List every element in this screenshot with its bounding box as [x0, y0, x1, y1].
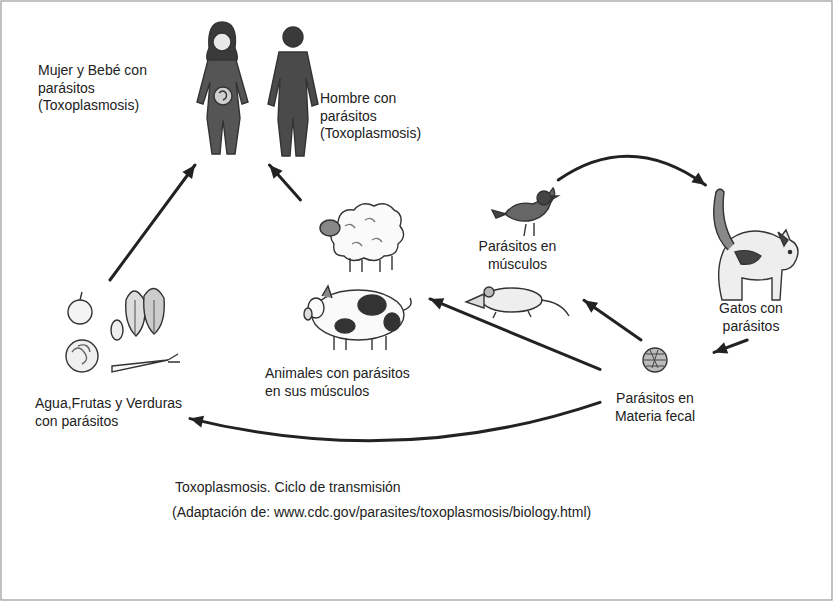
- node-label: Agua,Frutas y Verduras con parásitos: [35, 395, 185, 430]
- node-label: Gatos con parásitos: [695, 300, 807, 335]
- transmission-arrow: [269, 165, 300, 200]
- fecal-ball: [643, 348, 667, 372]
- figure-group: Gatos con parásitos: [695, 185, 811, 340]
- arrow-head: [714, 342, 728, 353]
- figure-group: Agua,Frutas y Verduras con parásitos: [30, 280, 190, 445]
- produce-figure: [66, 288, 180, 372]
- transmission-arrow: [584, 300, 641, 340]
- transmission-arrow: [714, 340, 747, 354]
- transmission-arrow: [190, 402, 600, 440]
- node-label: Hombre con parásitos (Toxoplasmosis): [320, 90, 445, 143]
- diagram-title: Toxoplasmosis. Ciclo de transmisión: [175, 479, 401, 497]
- figure-group: Hombre con parásitos (Toxoplasmosis): [258, 22, 449, 165]
- figure-group: Mujer y Bebé con parásitos (Toxoplasmosi…: [38, 22, 256, 165]
- arrow-line: [558, 156, 705, 185]
- arrow-line: [584, 300, 641, 340]
- node-label: Mujer y Bebé con parásitos (Toxoplasmosi…: [38, 62, 188, 115]
- figure-group: Animales con parásitos en sus músculos: [255, 200, 430, 404]
- arrow-line: [430, 299, 600, 369]
- source-caption: (Adaptación de: www.cdc.gov/parasites/to…: [172, 504, 591, 522]
- arrow-line: [190, 402, 600, 440]
- figure-group: Parásitos en músculos: [455, 180, 584, 325]
- arrow-head: [269, 165, 282, 179]
- node-label: Parásitos en Materia fecal: [600, 390, 710, 425]
- rat-figure: [466, 287, 569, 318]
- pig-figure: [304, 286, 411, 350]
- man-figure: [268, 27, 318, 156]
- frame: [1, 1, 832, 600]
- figure-group: Parásitos en Materia fecal: [600, 340, 714, 429]
- arrow-line: [269, 165, 300, 200]
- arrow-head: [691, 172, 705, 185]
- node-label: Parásitos en músculos: [455, 238, 580, 273]
- transmission-arrow: [110, 165, 195, 280]
- arrow-head: [182, 165, 195, 179]
- arrow-head: [584, 300, 598, 312]
- cat-figure: [714, 189, 798, 300]
- arrow-line: [110, 165, 195, 280]
- sheep-figure: [320, 204, 404, 272]
- bird-figure: [492, 188, 558, 236]
- arrow-head: [430, 298, 444, 309]
- arrow-head: [190, 416, 204, 428]
- node-label: Animales con parásitos en sus músculos: [265, 365, 425, 400]
- transmission-arrow: [430, 298, 600, 369]
- woman-figure: [197, 22, 248, 154]
- transmission-arrow: [558, 156, 705, 185]
